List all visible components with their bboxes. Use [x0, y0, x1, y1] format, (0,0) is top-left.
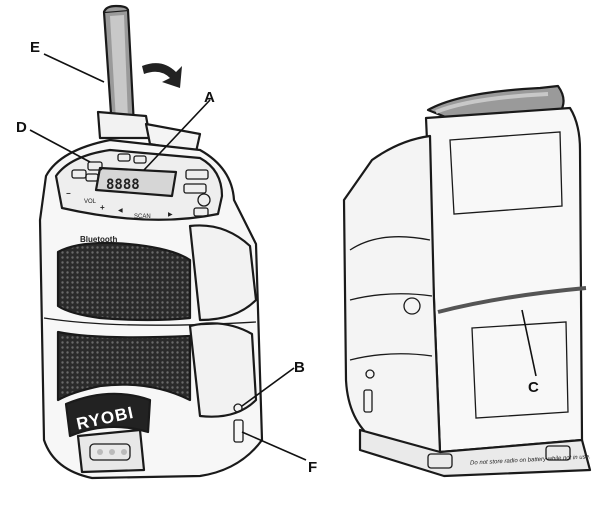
vol-label: VOL	[84, 199, 97, 205]
lower-speaker-grille	[56, 330, 192, 402]
lcd-display: 8888	[94, 166, 178, 198]
callout-f: F	[308, 459, 317, 476]
logo-bar	[64, 392, 152, 438]
callout-line-e	[43, 53, 105, 83]
charging-port	[233, 403, 243, 413]
band-button[interactable]	[71, 169, 87, 179]
lcd-digits: 8888	[106, 177, 140, 193]
power-button[interactable]	[197, 193, 211, 207]
aux-button[interactable]	[87, 161, 103, 171]
battery-port	[89, 443, 131, 461]
bluetooth-label: Bluetooth	[80, 235, 117, 244]
callout-d: D	[16, 119, 27, 136]
back-radio: Do not store radio on battery while not …	[342, 84, 592, 478]
callout-c: C	[528, 379, 539, 396]
antenna	[102, 4, 136, 130]
mode-button[interactable]	[193, 207, 209, 217]
callout-e: E	[30, 39, 40, 56]
callout-a: A	[204, 89, 215, 106]
callout-line-b	[241, 367, 295, 407]
scan-right-button[interactable]: ▶	[168, 212, 173, 218]
callout-line-f	[241, 431, 307, 461]
scan-label: SCAN	[134, 214, 151, 220]
usb-port	[233, 419, 244, 443]
callout-line-d	[29, 129, 91, 163]
volume-down-button[interactable]: −	[66, 189, 71, 198]
scan-left-button[interactable]: ◀	[118, 208, 123, 214]
rotation-arrow	[142, 63, 182, 88]
volume-up-button[interactable]: +	[100, 203, 105, 212]
callout-line-a	[143, 99, 211, 171]
front-radio: 8888 − VOL + ◀ SCAN ▶ Bluetooth RYOBI	[38, 4, 264, 480]
callout-b: B	[294, 359, 305, 376]
upper-speaker-grille	[56, 241, 192, 322]
shoulder-strap	[437, 286, 587, 314]
callout-line-c	[521, 309, 537, 377]
